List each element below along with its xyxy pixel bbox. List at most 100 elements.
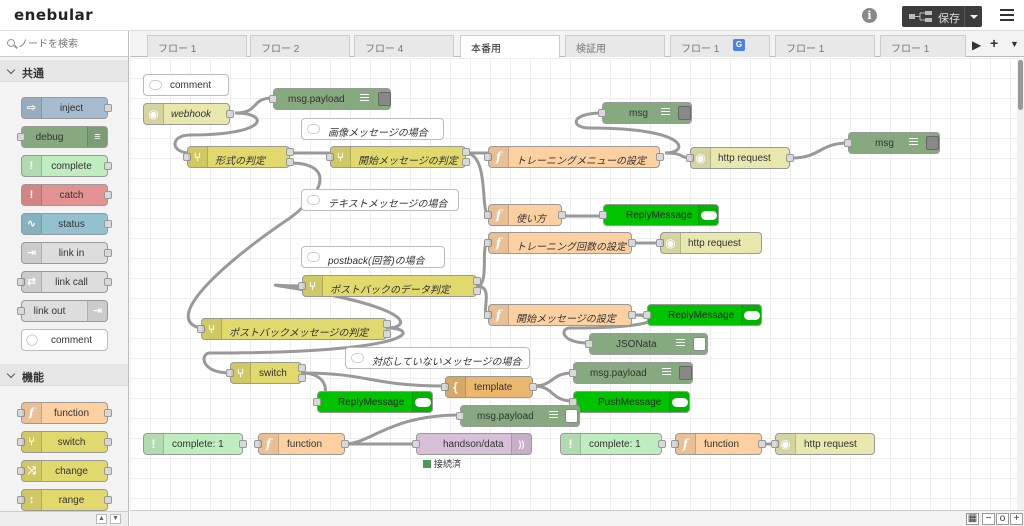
http-request-node-2[interactable]: ◉ http request [656, 232, 762, 254]
save-button[interactable]: 保存 [902, 6, 982, 27]
tab-flow-1d[interactable]: フロー 1 [880, 35, 966, 57]
line-push-message-node[interactable]: PushMessage [569, 391, 690, 413]
save-dropdown-caret[interactable] [964, 6, 982, 27]
tab-flow-4[interactable]: フロー 4 [354, 35, 454, 57]
http-request-node[interactable]: ◉ http request [686, 147, 794, 169]
palette-node-label: function [53, 408, 90, 419]
output-port [558, 211, 566, 219]
debug-node-msg-payload-2[interactable]: msg.payload [569, 362, 693, 384]
palette-search-input[interactable] [18, 36, 123, 52]
zoom-in-button[interactable]: + [1010, 513, 1023, 525]
comment-node-image[interactable]: 画像メッセージの場合 [301, 118, 444, 140]
palette-node-debug[interactable]: debug ≡ [17, 126, 108, 148]
line-reply-message-node-2[interactable]: ReplyMessage [643, 304, 762, 326]
function-node[interactable]: f function [254, 433, 349, 455]
tab-flow-2[interactable]: フロー 2 [250, 35, 350, 57]
debug-toggle-button[interactable] [679, 366, 692, 380]
add-tab-icon[interactable]: + [990, 35, 999, 51]
input-port [17, 133, 25, 141]
http-request-node-3[interactable]: ◉ http request [771, 433, 875, 455]
switch-node[interactable]: ⑂ switch [226, 362, 306, 384]
tab-flow-1c[interactable]: フロー 1 [775, 35, 875, 57]
collapse-all-icon[interactable]: ▲ [96, 514, 107, 524]
switch-node-postback-message[interactable]: ⑂ ポストバックメッセージの判定 [197, 318, 391, 340]
comment-bubble-icon [149, 80, 162, 90]
tab-flow-1[interactable]: フロー 1 [147, 35, 247, 57]
palette-node-switch[interactable]: ⑂ switch [17, 431, 112, 453]
tab-menu-caret-icon[interactable]: ▼ [1010, 39, 1019, 49]
tab-production[interactable]: 本番用 [460, 35, 560, 58]
debug-toggle-button[interactable] [678, 106, 691, 120]
palette-node-link-out[interactable]: link out ⇥ [17, 300, 108, 322]
comment-node[interactable]: comment [143, 74, 229, 96]
input-port [456, 412, 464, 420]
debug-node-msg-payload-3[interactable]: msg.payload [456, 405, 580, 427]
info-icon[interactable]: i [862, 8, 877, 23]
palette-category-common[interactable]: 共通 [0, 60, 128, 82]
hamburger-menu-icon[interactable] [1000, 9, 1014, 21]
input-port [569, 369, 577, 377]
palette-node-comment[interactable]: ◯ comment [21, 329, 108, 351]
output-port [104, 104, 112, 112]
palette-node-complete[interactable]: ! complete [21, 155, 112, 177]
flow-workspace[interactable]: comment 画像メッセージの場合 テキストメッセージの場合 postback… [130, 58, 1017, 510]
palette-node-range[interactable]: ↕ range [17, 489, 112, 511]
exclamation-icon: ! [561, 434, 581, 454]
input-port [17, 438, 25, 446]
expand-all-icon[interactable]: ▼ [110, 514, 121, 524]
palette-node-status[interactable]: ∿ status [21, 213, 112, 235]
function-node-start-message[interactable]: f 開始メッセージの設定 [484, 304, 636, 326]
node-label: トレーニングメニューの設定 [516, 156, 646, 167]
node-label: function [287, 439, 323, 450]
workspace-vertical-scrollbar[interactable] [1017, 58, 1024, 510]
comment-node-text[interactable]: テキストメッセージの場合 [301, 189, 459, 211]
input-port [598, 109, 606, 117]
input-port [585, 340, 593, 348]
complete-node-2[interactable]: ! complete: 1 [560, 433, 666, 455]
debug-node-msg-payload[interactable]: msg.payload [269, 88, 391, 110]
link-in-icon: ⇥ [22, 243, 42, 263]
tab-scroll-right-icon[interactable]: ▶ [972, 38, 982, 52]
navigator-map-icon[interactable]: ▦ [966, 513, 979, 525]
wire [202, 326, 405, 375]
debug-list-icon [662, 368, 671, 378]
zoom-reset-button[interactable]: o [996, 513, 1009, 525]
debug-toggle-button[interactable] [693, 337, 706, 351]
palette-node-link-call[interactable]: ⇄ link call [17, 271, 112, 293]
zoom-out-button[interactable]: − [982, 513, 995, 525]
switch-node-postback-data[interactable]: ⑂ ポストバックのデータ判定 [298, 275, 481, 297]
palette-node-inject[interactable]: ⇨ inject [21, 97, 112, 119]
palette-node-change[interactable]: ⤨ change [17, 460, 112, 482]
switch-node-start-message[interactable]: ⑂ 開始メッセージの判定 [326, 146, 470, 168]
debug-node-msg-2[interactable]: msg [844, 132, 940, 154]
comment-node-postback[interactable]: postback(回答)の場合 [301, 246, 445, 268]
node-label: postback(回答)の場合 [328, 256, 425, 267]
jsonata-node[interactable]: JSONata [585, 333, 708, 355]
tab-flow-1b[interactable]: フロー 1 G [670, 35, 770, 57]
switch-node-format[interactable]: ⑂ 形式の判定 [183, 146, 294, 168]
palette-node-catch[interactable]: ! catch [21, 184, 112, 206]
palette-category-function[interactable]: 機能 [0, 364, 128, 386]
function-node-2[interactable]: f function [671, 433, 766, 455]
palette-node-function[interactable]: f function [17, 402, 112, 424]
line-reply-message-node-3[interactable]: ReplyMessage [313, 391, 433, 413]
palette-node-link-in[interactable]: ⇥ link in [21, 242, 112, 264]
line-reply-message-node[interactable]: ReplyMessage [599, 204, 719, 226]
complete-node[interactable]: ! complete: 1 [143, 433, 247, 455]
handson-data-node[interactable]: handson/data )) [412, 433, 532, 455]
comment-node-unsupported[interactable]: 対応していないメッセージの場合 [345, 347, 530, 369]
output-port [529, 383, 537, 391]
debug-node-msg[interactable]: msg [598, 102, 692, 124]
chat-bubble-icon [701, 211, 717, 220]
webhook-node[interactable]: ◉ webhook [143, 103, 234, 125]
debug-toggle-button[interactable] [565, 409, 578, 423]
debug-toggle-button[interactable] [926, 136, 939, 150]
function-node-howto[interactable]: f 使い方 [484, 204, 566, 226]
header-bar: enebular i 保存 [0, 0, 1024, 31]
function-node-training-count[interactable]: f トレーニング回数の設定 [484, 232, 636, 254]
function-node-training-menu[interactable]: f トレーニングメニューの設定 [484, 146, 664, 168]
scrollbar-thumb[interactable] [1018, 60, 1023, 110]
template-node[interactable]: { template [441, 376, 537, 398]
debug-toggle-button[interactable] [378, 92, 391, 106]
tab-staging[interactable]: 検証用 [565, 35, 665, 57]
